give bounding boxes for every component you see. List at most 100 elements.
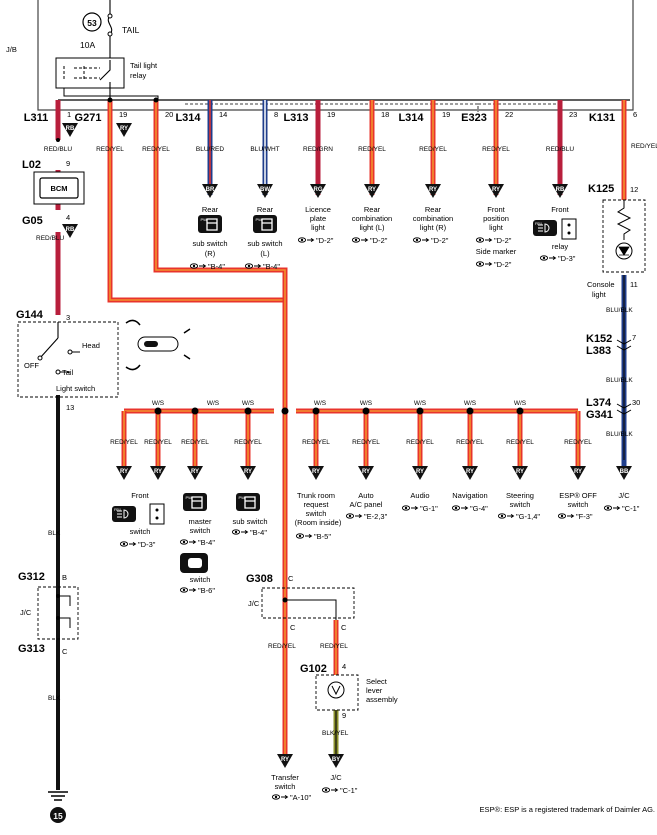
trunk-3: switch — [306, 509, 327, 518]
eye-icon — [401, 505, 418, 511]
bottom-wire-label-4: RED/YEL — [302, 439, 330, 446]
wire-tag-12 — [187, 466, 203, 480]
connector-5: L313 — [283, 112, 308, 124]
front-switch-3: switch — [130, 527, 151, 536]
g144-connector: G144 — [16, 309, 44, 321]
rear-sub-l-1: Rear — [257, 205, 274, 214]
bottom-wire-label-8: RED/YEL — [506, 439, 534, 446]
front-relay-2: relay — [552, 242, 569, 251]
bottom-wire-label-1: RED/YEL — [144, 439, 172, 446]
ws-label-5: W/S — [414, 400, 427, 407]
master-switch-pw-icon — [182, 492, 208, 512]
wire-tag-label-19: RY — [574, 469, 582, 475]
ground-number-circle — [50, 807, 66, 823]
junction-dots — [56, 97, 524, 415]
select-lever-1: Select — [366, 677, 388, 686]
eye-icon — [271, 794, 288, 800]
top-wire-label-6: RED/YEL — [358, 146, 386, 153]
steering-2: switch — [510, 500, 531, 509]
wire-tag-label-40: RY — [281, 757, 289, 763]
top-wire-label-8: RED/YEL — [482, 146, 510, 153]
jb-label: J/B — [6, 45, 17, 54]
ws-label-4: W/S — [360, 400, 373, 407]
light-switch-stalk-icon — [125, 319, 191, 371]
wire-tag-41 — [328, 754, 344, 768]
wire-tag-13 — [240, 466, 256, 480]
wire-tag-label-2: RB — [66, 227, 75, 233]
ac-ref: "E-2,3" — [364, 512, 388, 521]
steering-ref: "G-1,4" — [516, 512, 540, 521]
rear-sub-r-ref: "B-4" — [208, 262, 225, 271]
audio-1: Audio — [410, 491, 429, 500]
console-light-label: Console — [587, 280, 615, 289]
wire-tag-label-0: RB — [66, 126, 75, 132]
g313-pin: C — [62, 647, 68, 656]
fuse-rating: 10A — [80, 40, 95, 50]
wire-tag-40 — [277, 754, 293, 768]
k152-connector: K152 — [586, 333, 612, 345]
jc-label: J/C — [330, 773, 342, 782]
rear-comb-r-1: Rear — [425, 205, 442, 214]
wire-tag-label-30: BB — [620, 469, 629, 475]
eye-icon — [351, 237, 368, 243]
ground-number: 15 — [53, 811, 63, 821]
wire-tag-15 — [358, 466, 374, 480]
bottom-wire-label-9: RED/YEL — [564, 439, 592, 446]
ws-label-3: W/S — [314, 400, 327, 407]
top-wire-label-1: RED/YEL — [96, 146, 124, 153]
wire-tag-label-13: RY — [244, 469, 252, 475]
l383-connector: L383 — [586, 345, 611, 357]
trunk-1: Trunk room — [297, 491, 335, 500]
front-relay-box — [561, 218, 577, 240]
connector-pin-6: 18 — [381, 110, 389, 119]
relay-label-1: Tail light — [130, 61, 158, 70]
eye-icon — [539, 255, 556, 261]
bottom-wire-label-3: RED/YEL — [234, 439, 262, 446]
wire-tag-4 — [257, 184, 273, 198]
g308-pin-l: C — [290, 623, 296, 632]
wire-tag-label-41: BY — [332, 757, 340, 763]
front-switch-1: Front — [131, 491, 149, 500]
switch-off-label: OFF — [24, 361, 39, 370]
connector-pin-10: 6 — [633, 110, 637, 119]
trunk-2: request — [303, 500, 329, 509]
fuse-number-circle — [82, 12, 102, 32]
rear-comb-l-1: Rear — [364, 205, 381, 214]
wire-tag-11 — [150, 466, 166, 480]
rear-comb-l-3: light (L) — [359, 223, 385, 232]
rear-sub-switch-l-icon — [252, 214, 278, 234]
rear-sub-switch-r-icon — [197, 214, 223, 234]
ws-label-7: W/S — [514, 400, 527, 407]
g102-pin-bot: 9 — [342, 711, 346, 720]
light-switch-box — [17, 321, 119, 398]
ws-label-6: W/S — [464, 400, 477, 407]
wire-tag-18 — [512, 466, 528, 480]
g308-jc: J/C — [248, 599, 260, 608]
connector-pin-0: 1 — [67, 110, 71, 119]
wire-g308-r: RED/YEL — [320, 643, 348, 650]
k125-pin-bot: 11 — [630, 280, 638, 289]
eye-icon — [345, 513, 362, 519]
select-lever-3: assembly — [366, 695, 398, 704]
bottom-wire-label-5: RED/YEL — [352, 439, 380, 446]
nav-ref: "G-4" — [470, 504, 488, 513]
wire-tag-8 — [488, 184, 504, 198]
ws-label-2: W/S — [242, 400, 255, 407]
eye-icon — [119, 541, 136, 547]
wire-tag-label-7: RY — [429, 187, 437, 193]
relay-contact — [99, 60, 111, 100]
rear-sub-r-2: sub switch — [192, 239, 227, 248]
rear-comb-r-3: light (R) — [420, 223, 447, 232]
transfer-label-2: switch — [275, 782, 296, 791]
wire-blk-2: BLK — [48, 695, 61, 702]
connector-pin-1: 19 — [119, 110, 127, 119]
front-pos-ref: "D-2" — [494, 236, 512, 245]
wire-blk-1: BLK — [48, 530, 61, 537]
front-pos-1: Front — [487, 205, 505, 214]
eye-icon — [557, 513, 574, 519]
rear-sub-l-3: (L) — [260, 249, 270, 258]
